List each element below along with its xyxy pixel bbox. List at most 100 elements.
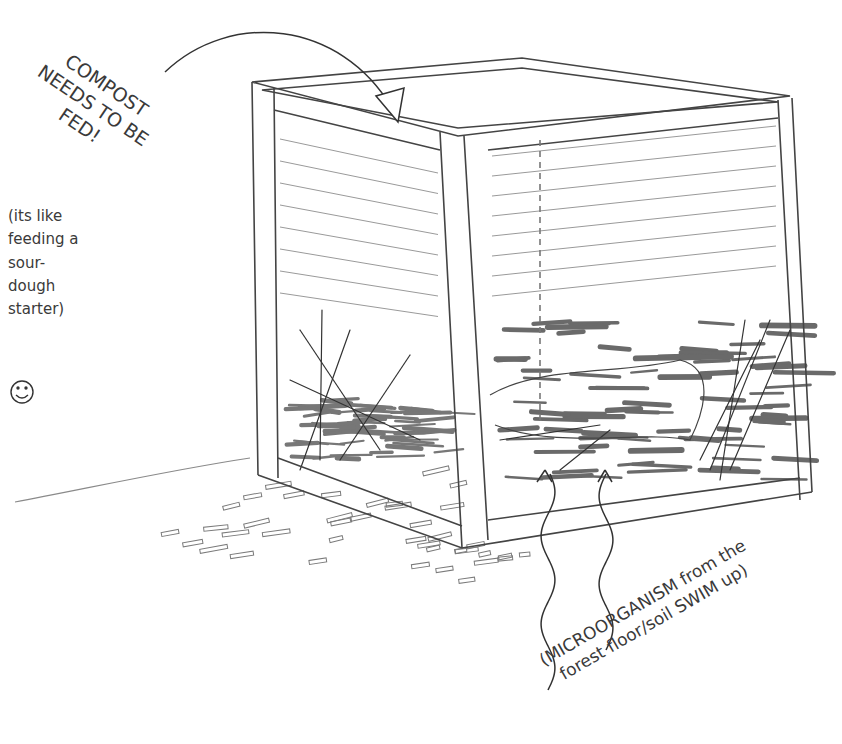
- compost-stroke: [504, 327, 543, 333]
- bin-slats: [280, 126, 776, 317]
- wood-chip: [222, 530, 249, 537]
- compost-stroke: [332, 411, 357, 413]
- compost-stroke: [289, 404, 322, 407]
- compost-stroke: [294, 441, 328, 444]
- slat-line: [280, 227, 438, 255]
- compost-stroke: [570, 321, 618, 325]
- back-corner: [539, 140, 541, 425]
- annotation-text: (MICROORGANISM from the forest floor/soi…: [533, 533, 763, 691]
- wood-chip: [309, 558, 327, 565]
- arrow-head: [376, 88, 404, 122]
- wood-chip: [329, 536, 343, 543]
- compost-stroke: [625, 403, 670, 406]
- slat-line: [492, 166, 776, 196]
- compost-stroke: [300, 330, 380, 450]
- wood-chip: [519, 552, 530, 557]
- compost-stroke: [554, 470, 597, 472]
- slat-line: [492, 226, 776, 256]
- wood-chip: [327, 513, 353, 523]
- slat-line: [492, 126, 776, 156]
- compost-stroke: [757, 366, 805, 368]
- wood-chip: [474, 558, 498, 565]
- wood-chip: [366, 498, 388, 507]
- compost-stroke: [435, 449, 464, 452]
- compost-stroke: [713, 458, 760, 460]
- compost-stroke: [535, 419, 587, 421]
- compost-stroke: [775, 370, 834, 375]
- compost-stroke: [571, 374, 620, 377]
- compost-stroke: [600, 347, 629, 350]
- ground: [15, 458, 250, 502]
- compost-stroke: [523, 368, 550, 372]
- smiley-eye: [25, 387, 27, 389]
- compost-stroke: [762, 323, 815, 329]
- slat-line: [280, 205, 438, 235]
- up-arrow-head: [537, 470, 552, 482]
- compost-stroke: [720, 320, 745, 480]
- slat-line: [280, 293, 438, 317]
- wood-chip: [321, 491, 340, 497]
- slat-line: [280, 249, 438, 276]
- wood-chip: [244, 518, 270, 528]
- compost-stroke: [590, 386, 647, 390]
- compost-stroke: [514, 402, 545, 403]
- compost-stroke: [371, 451, 392, 455]
- wood-chip: [161, 529, 179, 536]
- compost-stroke: [631, 447, 682, 454]
- compost-stroke: [582, 323, 610, 326]
- compost-stroke: [619, 462, 653, 465]
- compost-stroke: [760, 421, 783, 422]
- wood-chip: [223, 502, 240, 510]
- compost-stroke: [751, 392, 783, 395]
- compost-stroke: [631, 370, 657, 372]
- smiley: [11, 381, 33, 403]
- annotation-text: (its like feeding a sour-dough starter): [8, 205, 84, 321]
- wood-chip: [459, 577, 475, 583]
- slat-line: [280, 271, 438, 296]
- bottom-frame: [258, 475, 812, 548]
- compost-stroke: [343, 431, 384, 434]
- compost-stroke: [531, 412, 568, 415]
- compost-stroke: [766, 385, 810, 388]
- compost-stroke: [658, 431, 689, 432]
- compost-stroke: [580, 446, 607, 447]
- compost-stroke: [596, 386, 644, 390]
- compost-stroke: [377, 456, 424, 457]
- compost-clump: [490, 360, 704, 440]
- compost-stroke: [394, 443, 443, 446]
- wood-chip: [423, 466, 450, 476]
- slat-line: [492, 246, 776, 276]
- compost-stroke: [713, 466, 738, 473]
- feed-arrow: [165, 32, 392, 108]
- compost-stroke: [498, 358, 529, 361]
- slat-line: [492, 206, 776, 236]
- compost-stroke: [290, 380, 420, 440]
- compost-stroke: [619, 439, 650, 441]
- compost-stroke: [701, 372, 736, 374]
- wood-chip: [411, 562, 429, 569]
- compost-stroke: [304, 412, 329, 416]
- top-rail: [274, 110, 778, 150]
- annotation-text: COMPOST NEEDS TO BE FED!: [11, 34, 175, 177]
- compost-stroke: [387, 446, 421, 449]
- compost-stroke: [695, 360, 729, 362]
- wood-chip: [244, 493, 262, 500]
- wood-chip: [426, 545, 440, 552]
- slat-line: [492, 186, 776, 216]
- annotation-arrows: [165, 32, 613, 690]
- wood-chip: [230, 551, 254, 558]
- smiley-mouth: [16, 395, 28, 398]
- compost-stroke: [355, 416, 391, 417]
- compost-stroke: [506, 477, 542, 479]
- wood-chip: [410, 520, 432, 528]
- smiley-eye: [17, 387, 19, 389]
- compost-stroke: [560, 430, 610, 470]
- compost-stroke: [416, 417, 454, 421]
- compost-stroke: [752, 415, 806, 421]
- wood-chip: [204, 525, 229, 531]
- bottom-frame-inner: [278, 458, 800, 526]
- compost-stroke: [340, 355, 410, 460]
- wood-chip: [262, 529, 290, 537]
- compost-stroke: [320, 310, 322, 460]
